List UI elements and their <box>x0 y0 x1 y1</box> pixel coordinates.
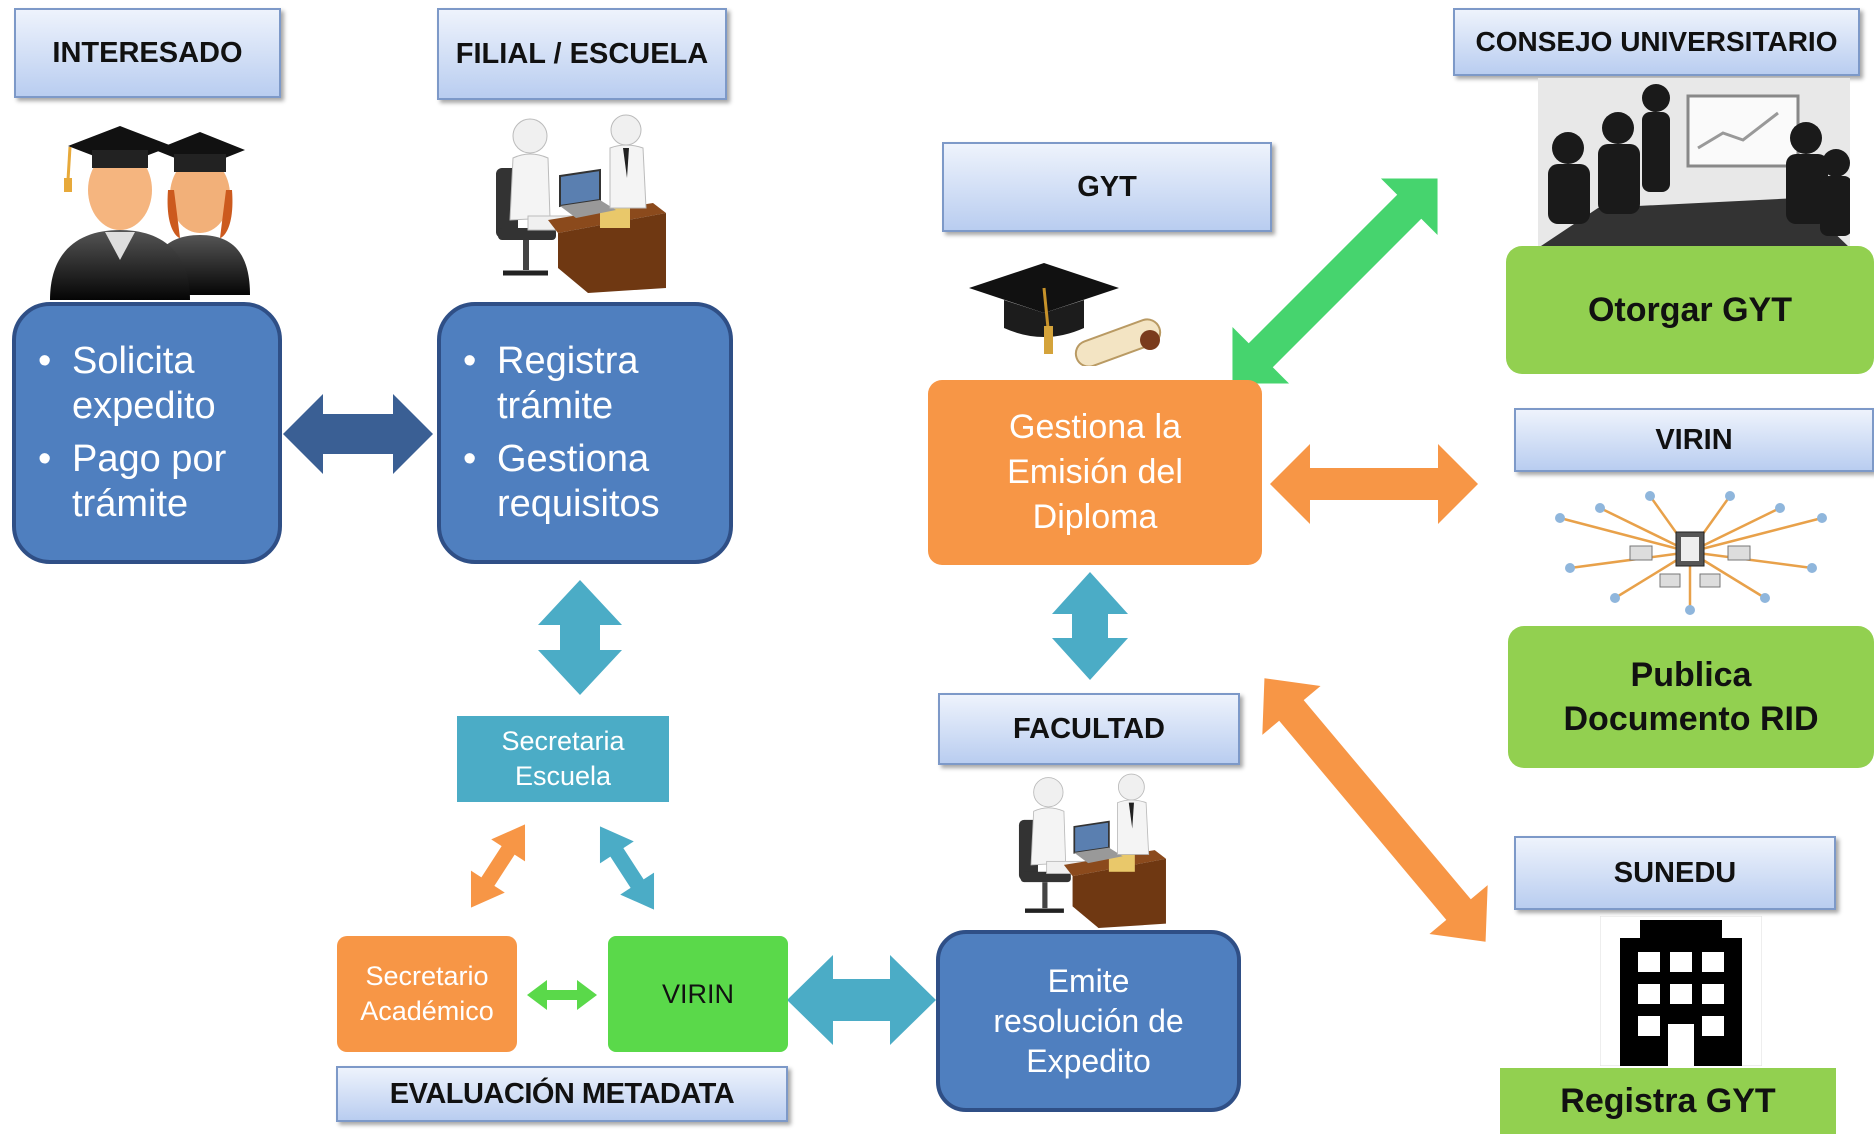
secretario-line-2: Académico <box>360 996 494 1026</box>
header-virin: VIRIN <box>1514 408 1874 472</box>
interesado-item-1: Solicita expedito <box>38 339 278 429</box>
header-gyt: GYT <box>942 142 1272 232</box>
building-icon <box>1600 916 1762 1066</box>
network-people-icon <box>1555 491 1827 615</box>
gyt-line-1: Gestiona la <box>1009 408 1181 446</box>
arrow-filial-secretaria <box>538 580 622 695</box>
meeting-presentation-icon <box>1538 78 1850 248</box>
arrow-virin-facultad <box>787 955 936 1045</box>
arrow-gyt-virin <box>1270 444 1478 524</box>
secretario-line-1: Secretario <box>365 961 489 991</box>
sunedu-box-label: Registra GYT <box>1560 1081 1776 1120</box>
secretaria-escuela-box: Secretaria Escuela <box>457 716 669 802</box>
virin-box: Publica Documento RID <box>1508 626 1874 768</box>
arrow-secretaria-secretario <box>470 824 526 908</box>
interesado-box: Solicita expedito Pago por trámite <box>12 302 282 564</box>
arrow-gyt-facultad <box>1052 572 1128 680</box>
header-sunedu: SUNEDU <box>1514 836 1836 910</box>
arrow-facultad-sunedu <box>1262 678 1488 942</box>
header-evaluacion-metadata: EVALUACIÓN METADATA <box>336 1066 788 1122</box>
gyt-line-3: Diploma <box>1032 498 1158 536</box>
sunedu-box: Registra GYT <box>1500 1068 1836 1134</box>
filial-box: Registra trámite Gestiona requisitos <box>437 302 733 564</box>
secretario-academico-box: Secretario Académico <box>337 936 517 1052</box>
header-filial-escuela: FILIAL / ESCUELA <box>437 8 727 100</box>
filial-item-1: Registra trámite <box>463 339 729 429</box>
graduates-icon <box>50 126 250 300</box>
facultad-box: Emite resolución de Expedito <box>936 930 1241 1112</box>
graduation-cap-diploma-icon <box>969 263 1162 366</box>
consejo-box-label: Otorgar GYT <box>1587 290 1793 329</box>
gyt-box: Gestiona la Emisión del Diploma <box>928 380 1262 565</box>
virin-small-label: VIRIN <box>661 978 734 1009</box>
virin-small-box: VIRIN <box>608 936 788 1052</box>
arrow-secretario-virin <box>527 980 597 1010</box>
header-facultad: FACULTAD <box>938 693 1240 765</box>
office-desk-icon <box>1018 773 1166 928</box>
virin-box-line-1: Publica <box>1630 656 1752 694</box>
facultad-line-3: Expedito <box>1026 1043 1151 1079</box>
filial-item-2: Gestiona requisitos <box>463 437 729 527</box>
arrow-gyt-consejo <box>1232 178 1438 384</box>
facultad-line-1: Emite <box>1047 963 1130 999</box>
arrow-secretaria-virin <box>599 826 655 910</box>
office-desk-icon <box>496 114 666 293</box>
gyt-line-2: Emisión del <box>1007 453 1183 491</box>
virin-box-line-2: Documento RID <box>1563 700 1819 738</box>
secretaria-line-2: Escuela <box>514 761 612 791</box>
facultad-line-2: resolución de <box>993 1003 1184 1039</box>
interesado-item-2: Pago por trámite <box>38 437 278 527</box>
secretaria-line-1: Secretaria <box>501 726 625 756</box>
arrow-interesado-filial <box>283 394 433 474</box>
header-consejo-universitario: CONSEJO UNIVERSITARIO <box>1453 8 1860 76</box>
header-interesado: INTERESADO <box>14 8 281 98</box>
consejo-box: Otorgar GYT <box>1506 246 1874 374</box>
